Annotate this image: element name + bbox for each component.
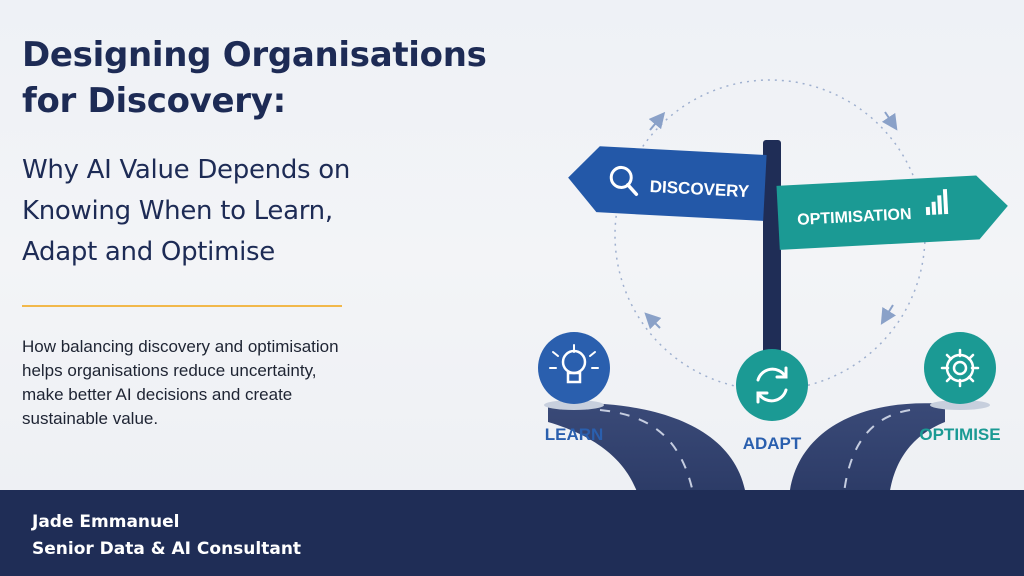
description-line-1: How balancing discovery and optimisation [22,337,339,356]
cycle-arrow-top-right [881,111,898,131]
refresh-icon [756,366,788,404]
title-line-2: for Discovery: [22,81,286,121]
subtitle-line-2: Knowing When to Learn, [22,196,333,226]
description-line-3: make better AI decisions and create [22,385,293,404]
stage-learn-label: LEARN [545,425,604,444]
optimisation-sign-label: OPTIMISATION [797,206,912,229]
signpost-pole [763,140,781,390]
description-line-4: sustainable value. [22,409,159,428]
bar-chart-icon [925,188,949,216]
optimisation-sign: OPTIMISATION [776,175,1008,250]
stage-adapt: ADAPT [736,349,808,453]
page-title: Designing Organisations for Discovery: [22,32,487,124]
gear-icon [940,348,980,388]
stage-optimise-label: OPTIMISE [919,425,1000,444]
author-role: Senior Data & AI Consultant [32,539,302,559]
stage-adapt-label: ADAPT [743,434,802,453]
subtitle-line-1: Why AI Value Depends on [22,155,351,185]
stage-optimise: OPTIMISE [919,332,1001,444]
search-icon [609,165,639,197]
lightbulb-icon [549,344,599,384]
page-subtitle: Why AI Value Depends on Knowing When to … [22,150,350,273]
discovery-sign: DISCOVERY [568,146,767,221]
accent-divider [22,305,342,307]
footer-bar [0,490,1024,576]
title-line-1: Designing Organisations [22,35,487,75]
stage-learn: LEARN [538,332,610,444]
cycle-arrow-bottom-right [880,304,897,325]
description: How balancing discovery and optimisation… [22,335,339,431]
description-line-2: helps organisations reduce uncertainty, [22,361,317,380]
subtitle-line-3: Adapt and Optimise [22,237,275,267]
cycle-arrow-top-left [648,111,666,131]
author-name: Jade Emmanuel [32,512,180,532]
cycle-arrow-bottom-left [644,312,662,330]
